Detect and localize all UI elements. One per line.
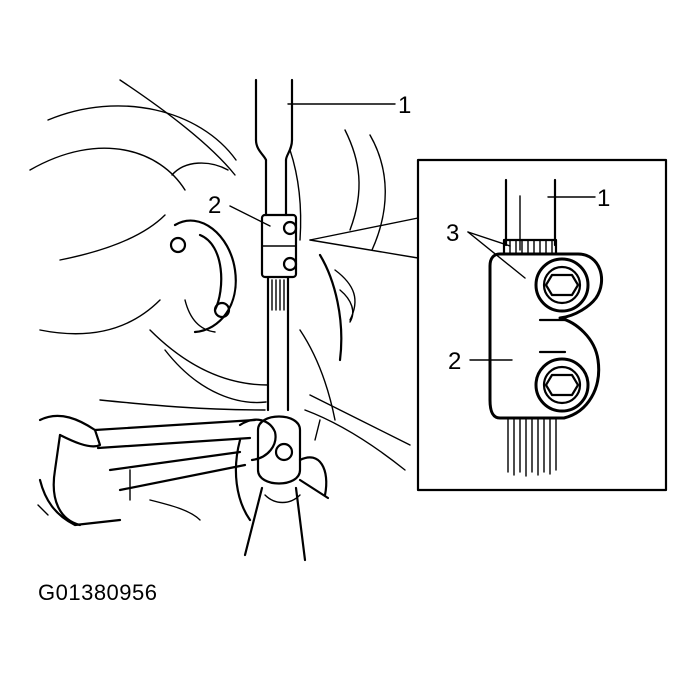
detail-inset: 1 3 2 <box>416 158 668 492</box>
figure-code: G01380956 <box>38 580 158 605</box>
detail-lower-bolt <box>534 357 590 413</box>
callout-detail-2: 2 <box>448 348 461 375</box>
shaft-spline <box>271 279 285 311</box>
callout-main-2: 2 <box>208 192 221 219</box>
detail-lower-spline <box>507 417 557 477</box>
detail-upper-bolt <box>534 257 590 313</box>
detail-joint-body <box>488 252 604 420</box>
vehicle-body-contours <box>29 79 411 471</box>
main-callouts: 1 2 <box>208 92 411 227</box>
lower-universal-joint <box>234 415 330 562</box>
detail-knurl <box>509 239 553 255</box>
joint-clamp-main <box>260 213 298 279</box>
callout-detail-1: 1 <box>597 185 610 212</box>
detail-frame <box>416 158 668 492</box>
callout-detail-3: 3 <box>446 220 459 247</box>
steering-shaft <box>254 78 294 412</box>
detail-leader-lines <box>309 217 419 259</box>
callout-main-1: 1 <box>398 92 411 119</box>
hand-and-wrench <box>37 414 277 527</box>
